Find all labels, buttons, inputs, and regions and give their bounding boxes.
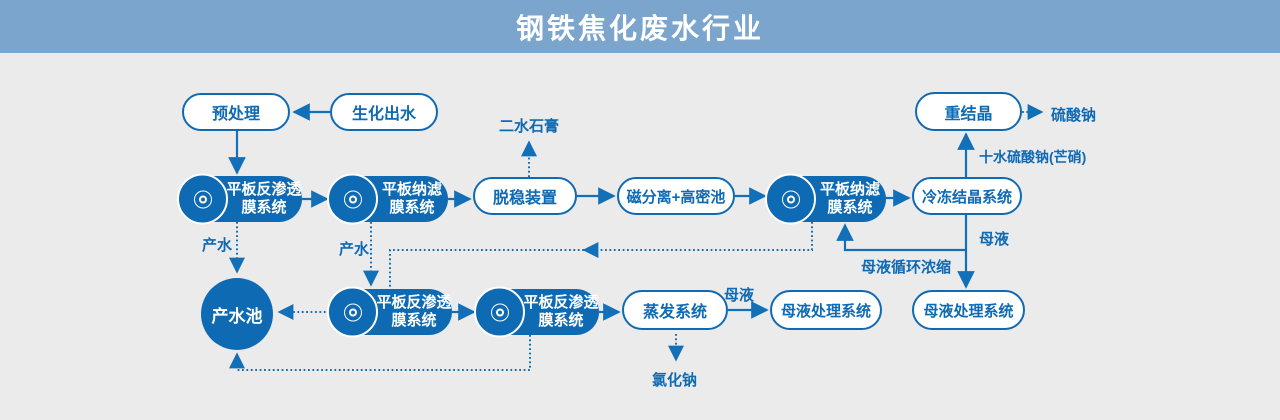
- node-nf-top: 平板纳滤 膜系统: [327, 173, 448, 225]
- node-ml-treatment-mid-label: 母液处理系统: [780, 302, 871, 320]
- node-bio-effluent-label: 生化出水: [351, 106, 416, 123]
- disc-ring-inner: [348, 308, 357, 316]
- label-gypsum: 二水石膏: [499, 118, 560, 135]
- node-ro-bottom2-label: 平板反渗透 膜系统: [523, 294, 599, 329]
- node-destabilizer: 脱稳装置: [473, 177, 577, 215]
- membrane-disc-icon: [327, 173, 378, 225]
- disc-ring-outer: [343, 303, 362, 321]
- page-title: 钢铁焦化废水行业: [515, 12, 764, 44]
- node-cryo-label: 冷冻结晶系统: [921, 188, 1012, 206]
- label-product-water-2: 产水: [339, 241, 370, 258]
- node-evaporation: 蒸发系统: [622, 290, 728, 330]
- membrane-disc-icon: [765, 173, 816, 225]
- node-ro-top-label: 平板反渗透 膜系统: [226, 181, 302, 216]
- node-product-water-pond-label: 产水池: [211, 306, 263, 326]
- disc-ring-outer: [193, 190, 212, 208]
- node-nf-top-label: 平板纳滤 膜系统: [381, 181, 442, 216]
- node-pretreatment-label: 预处理: [211, 106, 260, 123]
- disc-ring-outer: [490, 303, 509, 321]
- node-product-water-pond: 产水池: [201, 278, 273, 350]
- node-recrystallization-label: 重结晶: [944, 105, 993, 123]
- disc-ring-inner: [348, 195, 357, 203]
- disc-ring-inner: [495, 308, 504, 316]
- node-mag-separation-label: 磁分离+高密池: [626, 188, 726, 206]
- node-mag-separation: 磁分离+高密池: [617, 177, 735, 215]
- node-ml-treatment-right: 母液处理系统: [912, 290, 1025, 330]
- membrane-disc-icon: [177, 173, 228, 225]
- disc-ring-inner: [786, 195, 795, 203]
- label-mother-liquor-mid: 母液: [724, 287, 755, 304]
- label-sodium-chloride: 氯化钠: [652, 372, 698, 389]
- node-ml-treatment-right-label: 母液处理系统: [923, 302, 1014, 320]
- label-ml-recycle: 母液循环浓缩: [861, 259, 952, 276]
- disc-ring-inner: [198, 195, 207, 203]
- node-ro-bottom2: 平板反渗透 膜系统: [474, 286, 599, 338]
- node-recrystallization: 重结晶: [915, 92, 1022, 131]
- node-destabilizer-label: 脱稳装置: [492, 190, 557, 207]
- node-ro-bottom1-label: 平板反渗透 膜系统: [376, 294, 452, 329]
- node-nf-right-label: 平板纳滤 膜系统: [819, 181, 880, 216]
- node-bio-effluent: 生化出水: [330, 93, 438, 131]
- node-cryo-crystallization: 冷冻结晶系统: [912, 177, 1022, 215]
- node-ml-treatment-mid: 母液处理系统: [770, 290, 882, 330]
- label-mirabilite: 十水硫酸钠(芒硝): [979, 149, 1087, 165]
- label-sodium-sulfate: 硫酸钠: [1051, 107, 1097, 124]
- disc-ring-outer: [781, 190, 800, 208]
- node-ro-bottom1: 平板反渗透 膜系统: [327, 286, 452, 338]
- node-pretreatment: 预处理: [182, 93, 290, 131]
- disc-ring-outer: [343, 190, 362, 208]
- membrane-disc-icon: [474, 286, 525, 338]
- label-mother-liquor-right: 母液: [979, 231, 1010, 248]
- membrane-disc-icon: [327, 286, 378, 338]
- node-evaporation-label: 蒸发系统: [642, 304, 707, 321]
- node-ro-top: 平板反渗透 膜系统: [177, 173, 302, 225]
- node-nf-right: 平板纳滤 膜系统: [765, 173, 886, 225]
- label-product-water-1: 产水: [202, 237, 233, 254]
- title-bar: 钢铁焦化废水行业: [0, 0, 1280, 53]
